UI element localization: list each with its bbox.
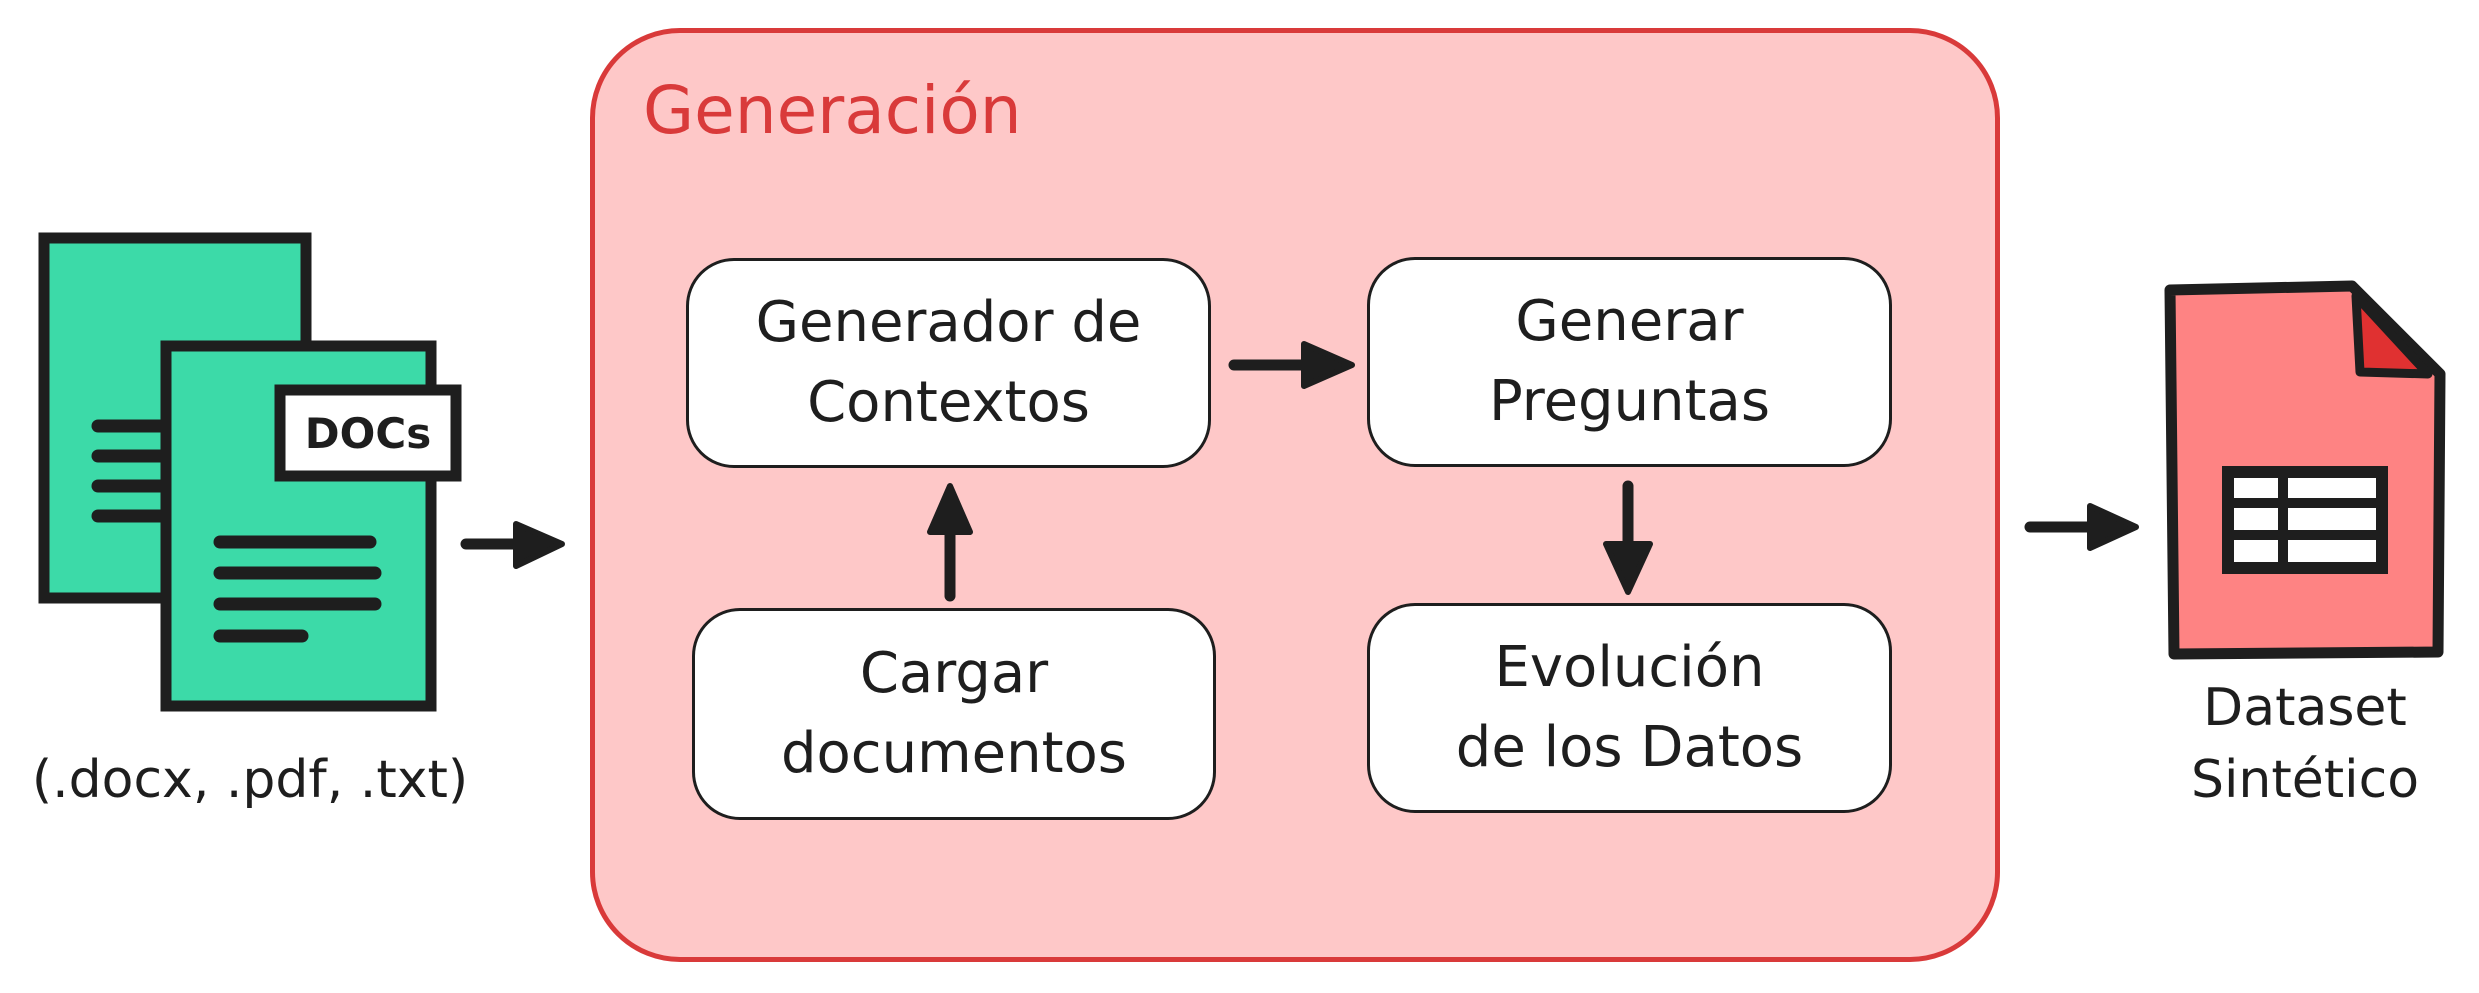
generation-stage: [590, 28, 2000, 962]
arrow-context-to-questions: [1228, 341, 1355, 389]
documents-icon: DOCs: [38, 232, 462, 712]
generate-questions-box: Generar Preguntas: [1367, 257, 1892, 467]
context-generator-label: Generador de Contextos: [755, 290, 1142, 435]
arrow-input-to-stage: [460, 521, 565, 569]
data-evolution-label: Evolución de los Datos: [1455, 635, 1804, 780]
context-generator-box: Generador de Contextos: [686, 258, 1211, 468]
arrow-questions-to-evolution: [1603, 480, 1653, 595]
docs-badge-label: DOCs: [305, 409, 431, 458]
output-dataset-label: Dataset Sintético: [2190, 678, 2420, 810]
load-documents-box: Cargar documentos: [692, 608, 1216, 820]
load-documents-label: Cargar documentos: [781, 641, 1127, 786]
arrow-stage-to-output: [2024, 503, 2139, 551]
generation-stage-title: Generación: [643, 72, 1022, 149]
input-formats-label: (.docx, .pdf, .txt): [31, 750, 469, 810]
data-evolution-box: Evolución de los Datos: [1367, 603, 1892, 813]
spreadsheet-file-icon: [2164, 280, 2446, 660]
generate-questions-label: Generar Preguntas: [1488, 289, 1770, 434]
arrow-load-to-context: [927, 483, 973, 602]
